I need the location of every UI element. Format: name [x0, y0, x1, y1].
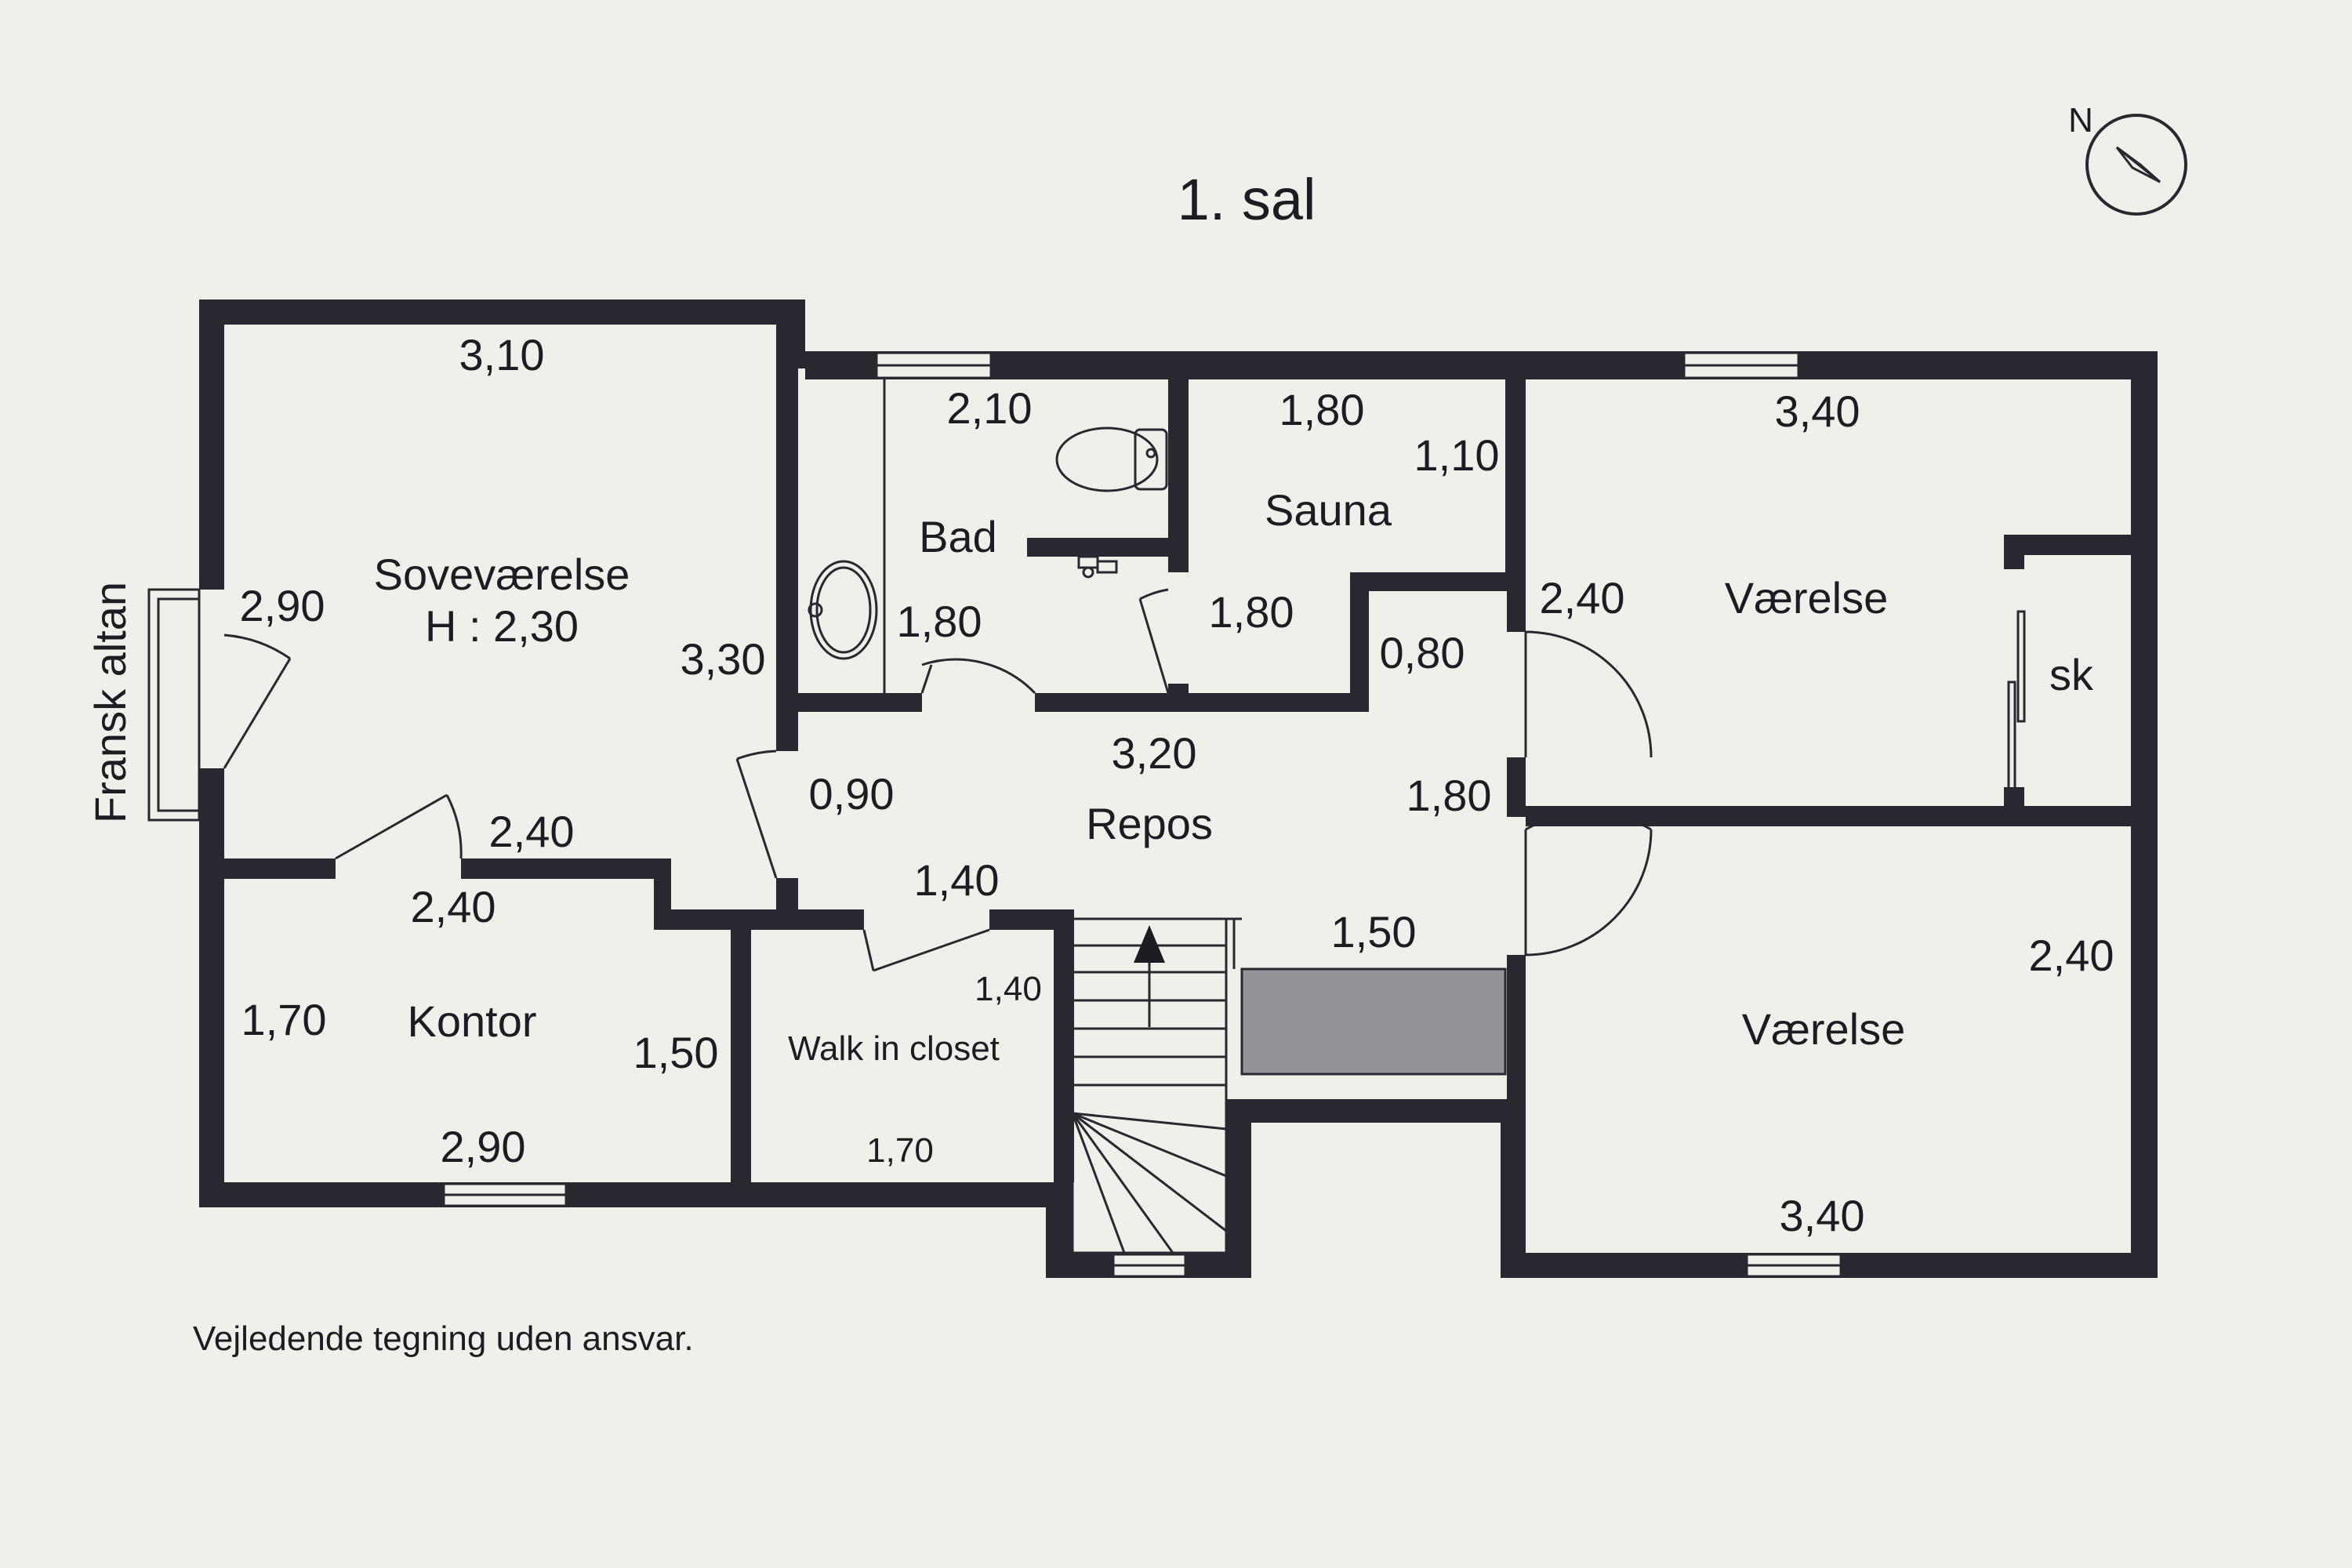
bedroom-height: H : 2,30	[425, 601, 579, 651]
room-ne-dim-top: 3,40	[1775, 387, 1860, 436]
landing-name: Repos	[1086, 799, 1213, 848]
french-balcony-label: Fransk altan	[85, 582, 135, 823]
landing-dim-right-b: 1,80	[1406, 771, 1492, 820]
landing-dim-right-a: 0,80	[1380, 628, 1465, 677]
sauna-heater-icon	[1077, 555, 1118, 579]
room-se-name: Værelse	[1742, 1004, 1906, 1054]
bedroom-dim-right: 3,30	[681, 634, 766, 684]
walkin-name: Walk in closet	[788, 1029, 1000, 1068]
office-dim-left: 1,70	[241, 995, 327, 1044]
landing-dim-left: 0,90	[809, 769, 895, 818]
sauna-dim-right: 1,10	[1414, 430, 1500, 480]
disclaimer-note: Vejledende tegning uden ansvar.	[193, 1319, 694, 1358]
landing-dim-lower: 1,40	[914, 855, 1000, 905]
bath-dim-side: 1,80	[897, 597, 982, 646]
sauna-dim-bottom: 1,80	[1209, 587, 1294, 637]
bedroom-name: Soveværelse	[374, 550, 630, 599]
walkin-dim-bottom: 1,70	[866, 1131, 934, 1170]
room-ne-name: Værelse	[1725, 573, 1889, 622]
office-dim-bottom: 2,90	[441, 1122, 526, 1171]
sauna-name: Sauna	[1265, 485, 1392, 535]
windows	[442, 351, 1842, 1278]
french-balcony	[147, 588, 201, 822]
walkin-dim-right: 1,40	[975, 970, 1042, 1008]
doors	[223, 588, 2026, 972]
room-se-dim-bottom: 3,40	[1780, 1191, 1865, 1240]
office-dim-right: 1,50	[633, 1028, 719, 1077]
bath-dim-top: 2,10	[947, 383, 1033, 433]
staircase	[1071, 917, 1242, 1254]
compass-north-label: N	[2068, 101, 2093, 140]
office-dim-top: 2,40	[411, 882, 496, 931]
room-ne-closet-label: sk	[2049, 650, 2094, 699]
landing-dim-top: 3,20	[1112, 728, 1197, 778]
walls	[199, 299, 2158, 1278]
landing-dim-bottom: 1,50	[1331, 907, 1417, 956]
sauna-dim-top: 1,80	[1279, 385, 1365, 434]
bedroom-dim-bottom: 2,40	[489, 807, 575, 856]
sink-icon	[808, 560, 878, 660]
room-se-dim-right: 2,40	[2029, 931, 2114, 980]
office-name: Kontor	[408, 996, 537, 1046]
bath-fixtures	[808, 379, 1168, 693]
room-ne-dim-left: 2,40	[1540, 573, 1625, 622]
stair-direction-arrow-icon	[1134, 925, 1165, 963]
stair-void	[1240, 967, 1507, 1076]
compass-icon	[2085, 114, 2187, 216]
toilet-icon	[1055, 426, 1168, 492]
bedroom-dim-left: 2,90	[240, 581, 325, 630]
floor-title: 1. sal	[1178, 167, 1316, 232]
bedroom-dim-top: 3,10	[459, 330, 545, 379]
bath-name: Bad	[919, 512, 997, 561]
